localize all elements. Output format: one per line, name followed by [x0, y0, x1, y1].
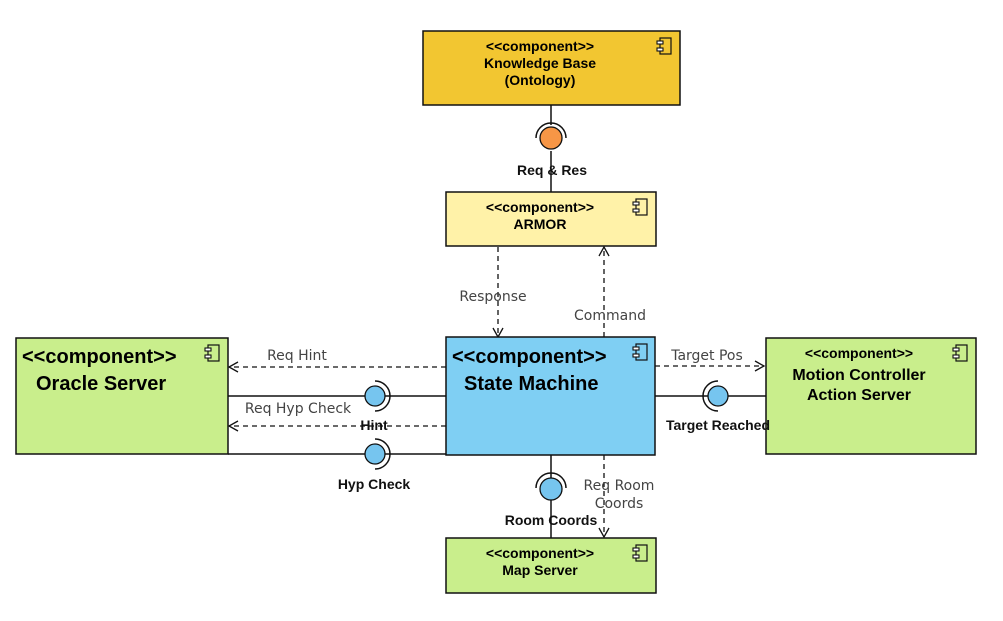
map-server-component[interactable]: <<component>> Map Server [445, 537, 657, 594]
interface-label: Hyp Check [338, 476, 411, 492]
ball-icon [364, 443, 386, 465]
ball-icon [539, 477, 563, 501]
socket-icon [535, 472, 567, 489]
knowledge-base-component[interactable]: <<component>> Knowledge Base (Ontology) [422, 30, 681, 106]
oracle-server-component[interactable]: <<component>> Oracle Server [15, 337, 229, 455]
ball-icon [707, 385, 729, 407]
ball-icon [364, 385, 386, 407]
response-label: Response [459, 289, 526, 305]
socket-icon [702, 380, 719, 412]
interface-label: Hint [360, 417, 388, 433]
component-name: Map Server [502, 562, 578, 578]
socket-icon [374, 438, 391, 470]
component-name-line1: Motion Controller [792, 367, 925, 384]
component-name: ARMOR [514, 216, 567, 232]
component-stereotype: <<component>> [805, 345, 913, 361]
armor-component[interactable]: <<component>> ARMOR [445, 191, 657, 247]
req-room-coords-label-line1: Req Room [584, 478, 655, 494]
interface-label: Room Coords [505, 512, 598, 528]
component-name: Oracle Server [36, 373, 166, 395]
component-name-line2: Action Server [807, 387, 911, 404]
ball-icon [539, 126, 563, 150]
motion-controller-component[interactable]: <<component>> Motion Controller Action S… [765, 337, 977, 455]
socket-icon [535, 122, 567, 139]
req-res-interface[interactable]: Req & Res [517, 122, 587, 178]
component-stereotype: <<component>> [22, 346, 177, 368]
command-label: Command [574, 308, 646, 324]
target-pos-label: Target Pos [670, 348, 743, 364]
component-stereotype: <<component>> [486, 199, 594, 215]
hyp-check-interface[interactable]: Hyp Check [338, 438, 411, 492]
hint-interface[interactable]: Hint [360, 380, 391, 433]
interface-label: Target Reached [666, 417, 770, 433]
component-stereotype: <<component>> [452, 346, 607, 368]
req-hint-label: Req Hint [267, 348, 327, 364]
component-name-line1: Knowledge Base [484, 55, 596, 71]
target-reached-interface[interactable]: Target Reached [666, 380, 770, 433]
req-room-coords-label-line2: Coords [595, 496, 644, 512]
state-machine-component[interactable]: <<component>> State Machine [445, 336, 656, 456]
component-name-line2: (Ontology) [505, 72, 576, 88]
room-coords-interface[interactable]: Room Coords [505, 472, 598, 528]
component-stereotype: <<component>> [486, 38, 594, 54]
socket-icon [374, 380, 391, 412]
component-stereotype: <<component>> [486, 545, 594, 561]
req-hyp-check-label: Req Hyp Check [245, 401, 352, 417]
component-name: State Machine [464, 373, 598, 395]
interface-label: Req & Res [517, 162, 587, 178]
